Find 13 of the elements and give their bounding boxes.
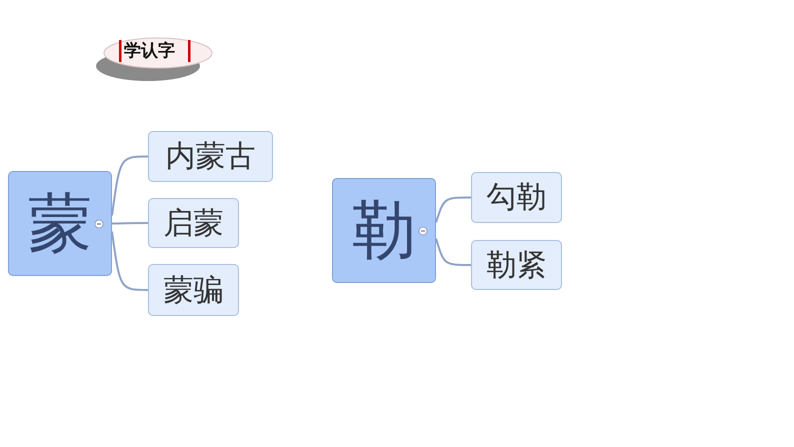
connector-line [111, 231, 148, 291]
topic-box: 蒙 [8, 171, 112, 276]
connector-line [111, 156, 148, 216]
connector-line [435, 196, 471, 223]
subtopic-box: 启蒙 [148, 198, 239, 248]
subtopic-box: 勾勒 [471, 172, 562, 223]
connector-line [112, 222, 148, 224]
topic-box: 勒 [332, 178, 436, 283]
title: 学认字 [124, 40, 175, 62]
subtopic-box: 内蒙古 [148, 131, 273, 182]
subtopic-box: 勒紧 [471, 240, 562, 290]
subtopic-box: 蒙骗 [148, 264, 239, 316]
connector-line [435, 238, 471, 266]
